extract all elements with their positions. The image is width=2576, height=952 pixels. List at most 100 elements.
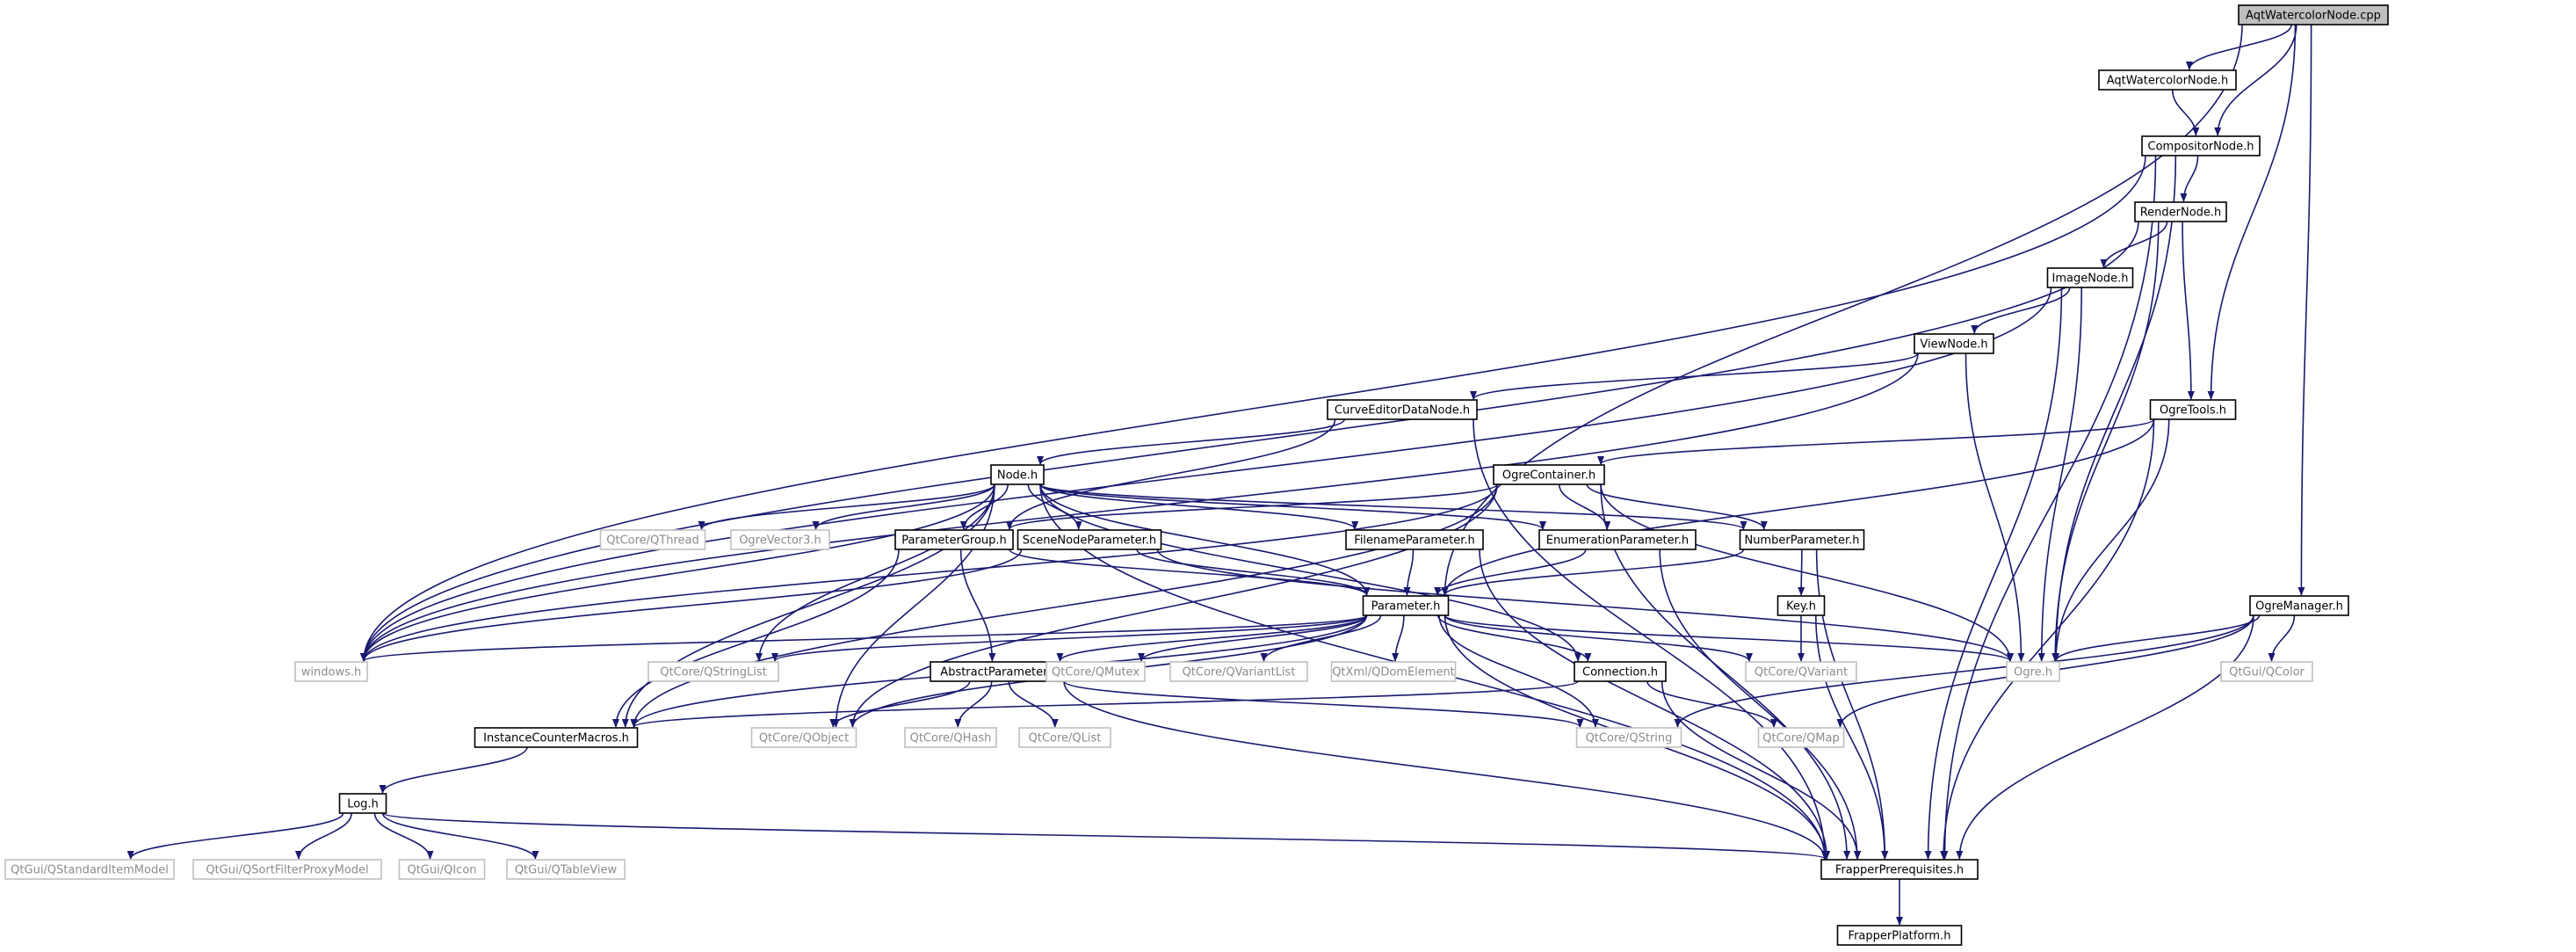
node-viewnode-h[interactable]: ViewNode.h	[1914, 333, 1994, 354]
node-label: QtCore/QObject	[759, 732, 849, 745]
node-label: Key.h	[1786, 600, 1816, 614]
node-label: QtGui/QTableView	[515, 864, 618, 877]
node-abstractparameter-h[interactable]: AbstractParameter.h	[930, 661, 1068, 682]
edge-node-to-qobject	[832, 483, 995, 728]
node-label: NumberParameter.h	[1744, 534, 1859, 548]
edge-arrow	[1063, 680, 1828, 860]
node-label: QtCore/QList	[1029, 732, 1102, 745]
node-numberparameter-h[interactable]: NumberParameter.h	[1739, 529, 1865, 550]
edge-arrow	[1444, 614, 1753, 662]
edge-arrow	[1438, 614, 1599, 728]
node-parametergroup-h[interactable]: ParameterGroup.h	[894, 529, 1014, 550]
node-aqtwatercolornode-h[interactable]: AqtWatercolorNode.h	[2098, 69, 2237, 91]
node-label: QtCore/QVariantList	[1183, 666, 1296, 679]
node-qtcore-qlist: QtCore/QList	[1018, 727, 1111, 748]
edge-arrow	[1661, 680, 1862, 860]
edge-arrow	[1056, 614, 1368, 662]
edge-arrow	[127, 812, 344, 860]
edge-arrow	[1971, 287, 2071, 334]
node-qtgui-qsortfilterproxymodel: QtGui/QSortFilterProxyModel	[192, 859, 382, 880]
edge-node-to-parameter	[1039, 483, 1371, 596]
edge-numberparam-to-parameter	[1441, 549, 1745, 596]
node-frapperplatform-h[interactable]: FrapperPlatform.h	[1836, 925, 1963, 946]
edge-node-to-qstringlist	[755, 483, 995, 662]
node-connection-h[interactable]: Connection.h	[1574, 661, 1667, 682]
edge-arrow	[360, 614, 1368, 662]
edge-arrow	[360, 287, 2052, 662]
node-scenenodeparameter-h[interactable]: SceneNodeParameter.h	[1017, 529, 1162, 550]
edge-arrow	[360, 483, 1498, 662]
node-label: QtCore/QMap	[1762, 732, 1839, 745]
node-key-h[interactable]: Key.h	[1776, 595, 1826, 616]
node-label: AqtWatercolorNode.cpp	[2246, 10, 2381, 23]
node-label: QtCore/QStringList	[660, 666, 767, 679]
node-parameter-h[interactable]: Parameter.h	[1362, 595, 1450, 616]
node-label: OgreTools.h	[2160, 404, 2226, 418]
edge-arrow	[1479, 549, 1831, 860]
edge-arrow	[2037, 287, 2083, 662]
edge-arrow	[1646, 680, 1778, 728]
node-imagenode-h[interactable]: ImageNode.h	[2046, 267, 2134, 288]
edge-arrow	[1441, 24, 2243, 596]
edge-arrow	[2052, 614, 2261, 662]
node-compositornode-h[interactable]: CompositorNode.h	[2141, 135, 2261, 156]
node-box	[990, 464, 1045, 485]
edge-arrow	[829, 680, 971, 728]
edge-arrow	[1156, 549, 2014, 662]
edge-arrow	[1039, 483, 1359, 530]
node-node-h[interactable]: Node.h	[990, 464, 1045, 485]
edge-ogrecontainer-to-instcounter	[630, 483, 1498, 728]
node-aqtwatercolornode-cpp[interactable]: AqtWatercolorNode.cpp	[2238, 4, 2389, 25]
edge-view-to-curve	[1470, 352, 1919, 400]
node-box	[2134, 201, 2227, 222]
node-ogremanager-h[interactable]: OgreManager.h	[2249, 595, 2349, 616]
node-label: ViewNode.h	[1920, 338, 1987, 352]
edge-arrow	[959, 483, 1009, 530]
edge-node-to-enumparam	[1039, 483, 1546, 530]
node-instancecountermacros-h[interactable]: InstanceCounterMacros.h	[474, 727, 639, 748]
node-label: QtCore/QThread	[606, 534, 699, 548]
edge-render-to-ogretools	[2182, 221, 2195, 400]
edge-image-to-view	[1971, 287, 2071, 334]
node-label: OgreContainer.h	[1502, 469, 1596, 483]
node-qtgui-qicon: QtGui/QIcon	[398, 859, 486, 880]
edge-ogrecontainer-to-enumparam	[1558, 483, 1611, 530]
edge-arrow	[2182, 221, 2195, 400]
edge-arrow	[1039, 483, 1371, 596]
edge-numberparam-to-key	[1798, 549, 1805, 596]
edge-ogremanager-to-qstring	[1674, 614, 2254, 728]
node-box	[904, 727, 997, 748]
edge-arrow	[1027, 483, 1082, 530]
node-label: Ogre.h	[2014, 666, 2052, 679]
node-box	[1538, 529, 1697, 550]
edge-arrow	[1798, 549, 1805, 596]
edge-arrow	[2180, 155, 2199, 202]
edge-curve-to-paramgroup	[1006, 418, 1336, 530]
node-box	[1820, 859, 1979, 880]
edge-view-to-ogreh	[1965, 352, 2025, 662]
edge-key-to-frapperprereq	[1815, 614, 1889, 860]
node-filenameparameter-h[interactable]: FilenameParameter.h	[1345, 529, 1484, 550]
edge-node-to-filenameparam	[1039, 483, 1359, 530]
node-frapperprerequisites-h[interactable]: FrapperPrerequisites.h	[1820, 859, 1979, 880]
edge-abstractparam-to-qlist	[1008, 680, 1059, 728]
node-ogrecontainer-h[interactable]: OgreContainer.h	[1493, 464, 1605, 485]
node-curveeditordatanode-h[interactable]: CurveEditorDataNode.h	[1327, 399, 1478, 420]
node-box	[1574, 661, 1667, 682]
node-label: FilenameParameter.h	[1354, 534, 1474, 548]
node-ogretools-h[interactable]: OgreTools.h	[2149, 399, 2237, 420]
edge-aqth-to-compositor	[2171, 89, 2200, 136]
node-label: QtGui/QColor	[2229, 666, 2305, 679]
node-label: QtCore/QString	[1586, 732, 1673, 745]
edge-arrow	[2214, 24, 2297, 136]
edge-arrow	[771, 614, 1368, 662]
node-box	[1575, 727, 1682, 748]
node-box	[1169, 661, 1308, 682]
edge-parameter-to-windows	[360, 614, 1368, 662]
node-box	[2006, 661, 2060, 682]
node-box	[2238, 4, 2389, 25]
edge-arrow	[1436, 614, 1592, 662]
node-enumerationparameter-h[interactable]: EnumerationParameter.h	[1538, 529, 1697, 550]
node-log-h[interactable]: Log.h	[338, 793, 387, 814]
node-rendernode-h[interactable]: RenderNode.h	[2134, 201, 2227, 222]
